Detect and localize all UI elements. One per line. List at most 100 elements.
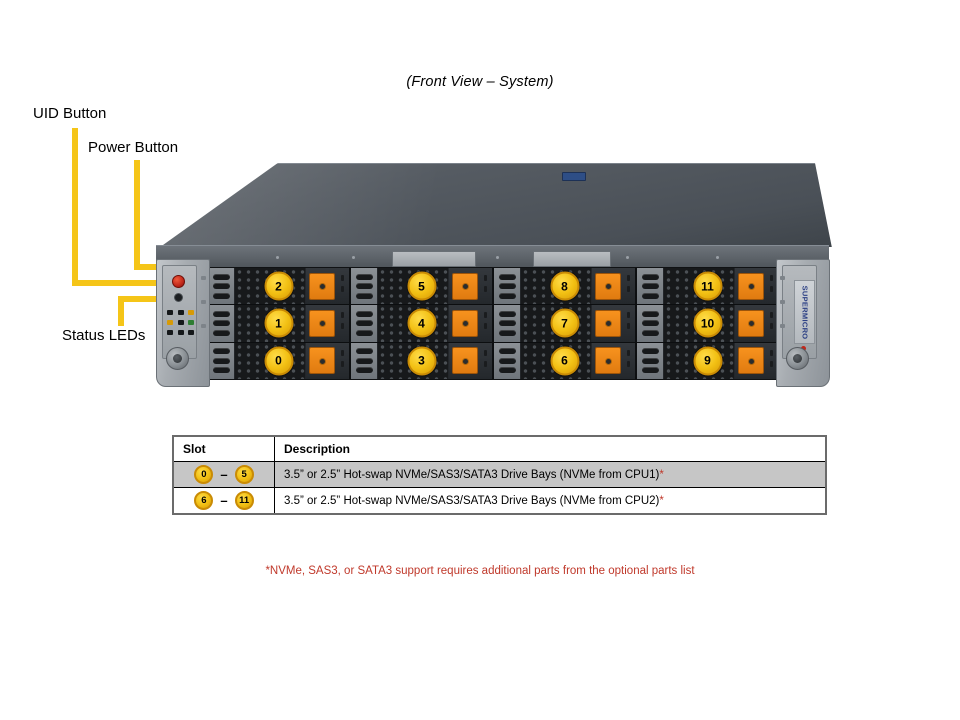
- drive-bay[interactable]: 8: [494, 268, 635, 306]
- drive-bay[interactable]: 5: [351, 268, 492, 306]
- tray-vent-slot: [212, 348, 230, 355]
- drive-latch-zone[interactable]: [449, 305, 492, 342]
- drive-bay[interactable]: 11: [637, 268, 778, 306]
- chassis-lock-right[interactable]: [786, 347, 809, 370]
- drive-status-led: [627, 286, 630, 292]
- drive-release-latch[interactable]: [595, 309, 621, 337]
- drive-release-latch[interactable]: [595, 347, 621, 375]
- drive-release-latch[interactable]: [309, 347, 335, 375]
- footnote-text: *NVMe, SAS3, or SATA3 support requires a…: [265, 565, 695, 577]
- drive-release-latch[interactable]: [309, 309, 335, 337]
- drive-latch-zone[interactable]: [449, 342, 492, 379]
- drive-bay[interactable]: 10: [637, 305, 778, 343]
- drive-bay-number-badge: 7: [550, 308, 579, 338]
- status-led: [177, 320, 184, 325]
- drive-latch-zone[interactable]: [735, 268, 778, 305]
- callout-label-power-button: Power Button: [88, 139, 179, 156]
- supermicro-logo-text: SUPERMICRO: [800, 285, 809, 339]
- drive-activity-led: [341, 349, 344, 356]
- drive-latch-zone[interactable]: [592, 305, 635, 342]
- drive-bay[interactable]: 0: [208, 342, 349, 379]
- drive-bay-column: 8 7: [494, 268, 637, 379]
- chassis-lock-left[interactable]: [166, 347, 189, 370]
- drive-tray-handle[interactable]: [208, 305, 235, 342]
- tray-vent-slot: [498, 320, 516, 327]
- tray-vent-slot: [355, 330, 373, 337]
- drive-release-latch[interactable]: [452, 272, 478, 300]
- callout-line-uid-vertical: [72, 128, 78, 286]
- drive-bay[interactable]: 3: [351, 342, 492, 379]
- chassis-lid-surface: [158, 163, 832, 247]
- tray-vent-slot: [355, 357, 373, 364]
- tray-vent-slot: [498, 283, 516, 290]
- status-led: [188, 320, 194, 325]
- callout-label-uid-button: UID Button: [33, 105, 107, 122]
- drive-latch-zone[interactable]: [735, 342, 778, 379]
- drive-tray-handle[interactable]: [351, 305, 378, 342]
- tray-vent-slot: [641, 367, 659, 374]
- uid-button[interactable]: [174, 293, 183, 302]
- drive-tray-handle[interactable]: [637, 305, 664, 342]
- drive-latch-zone[interactable]: [306, 268, 349, 305]
- drive-tray-handle[interactable]: [637, 342, 664, 379]
- drive-activity-led: [341, 312, 344, 319]
- status-leds-row: [167, 320, 194, 325]
- ear-rail-notch: [201, 276, 206, 280]
- drive-latch-zone[interactable]: [306, 305, 349, 342]
- drive-bay[interactable]: 1: [208, 305, 349, 343]
- drive-tray-handle[interactable]: [494, 305, 521, 342]
- status-led: [167, 310, 173, 315]
- drive-bay[interactable]: 2: [208, 268, 349, 306]
- bezel-label-left: [392, 251, 476, 267]
- drive-release-latch[interactable]: [452, 309, 478, 337]
- drive-tray-handle[interactable]: [637, 268, 664, 305]
- drive-tray-handle[interactable]: [351, 268, 378, 305]
- drive-release-latch[interactable]: [595, 272, 621, 300]
- drive-bay[interactable]: 9: [637, 342, 778, 379]
- drive-release-latch[interactable]: [452, 347, 478, 375]
- drive-latch-zone[interactable]: [449, 268, 492, 305]
- drive-latch-zone[interactable]: [592, 342, 635, 379]
- drive-latch-zone[interactable]: [592, 268, 635, 305]
- drive-tray-handle[interactable]: [494, 268, 521, 305]
- drive-activity-led: [627, 275, 630, 281]
- drive-release-latch[interactable]: [738, 347, 764, 375]
- slot-badge-to: 11: [234, 491, 254, 510]
- drive-tray-handle[interactable]: [208, 342, 235, 379]
- drive-bay[interactable]: 4: [351, 305, 492, 343]
- drive-bay[interactable]: 7: [494, 305, 635, 343]
- drive-tray-handle[interactable]: [208, 268, 235, 305]
- status-led: [177, 330, 184, 335]
- status-led: [188, 330, 194, 335]
- table-row: 6 – 11 3.5” or 2.5” Hot-swap NVMe/SAS3/S…: [172, 487, 827, 515]
- drive-activity-led: [484, 275, 487, 281]
- slot-description-table: Slot Description 0 – 5 3.5” or 2.5” Hot-…: [172, 435, 827, 515]
- tray-vent-slot: [641, 273, 659, 280]
- description-text: 3.5” or 2.5” Hot-swap NVMe/SAS3/SATA3 Dr…: [284, 494, 660, 507]
- slot-badge-from: 6: [194, 491, 214, 510]
- drive-status-led: [627, 360, 630, 367]
- drive-release-latch[interactable]: [738, 272, 764, 300]
- drive-tray-handle[interactable]: [494, 342, 521, 379]
- column-header-slot: Slot: [172, 435, 275, 462]
- drive-activity-led: [341, 275, 344, 281]
- footnote-marker: *: [659, 494, 664, 507]
- bezel-screw: [496, 256, 499, 259]
- tray-vent-slot: [355, 367, 373, 374]
- bezel-label-right: [533, 251, 611, 267]
- drive-tray-handle[interactable]: [351, 342, 378, 379]
- drive-latch-zone[interactable]: [735, 305, 778, 342]
- slot-badge-from: 0: [194, 465, 214, 484]
- drive-activity-led: [770, 275, 773, 281]
- power-button[interactable]: [172, 275, 185, 288]
- tray-vent-slot: [355, 283, 373, 290]
- drive-release-latch[interactable]: [309, 272, 335, 300]
- tray-vent-slot: [355, 292, 373, 299]
- drive-latch-zone[interactable]: [306, 342, 349, 379]
- drive-status-led: [627, 323, 630, 330]
- drive-bay-number-badge: 10: [693, 308, 722, 338]
- control-panel: [162, 265, 197, 359]
- drive-bay[interactable]: 6: [494, 342, 635, 379]
- drive-release-latch[interactable]: [738, 309, 764, 337]
